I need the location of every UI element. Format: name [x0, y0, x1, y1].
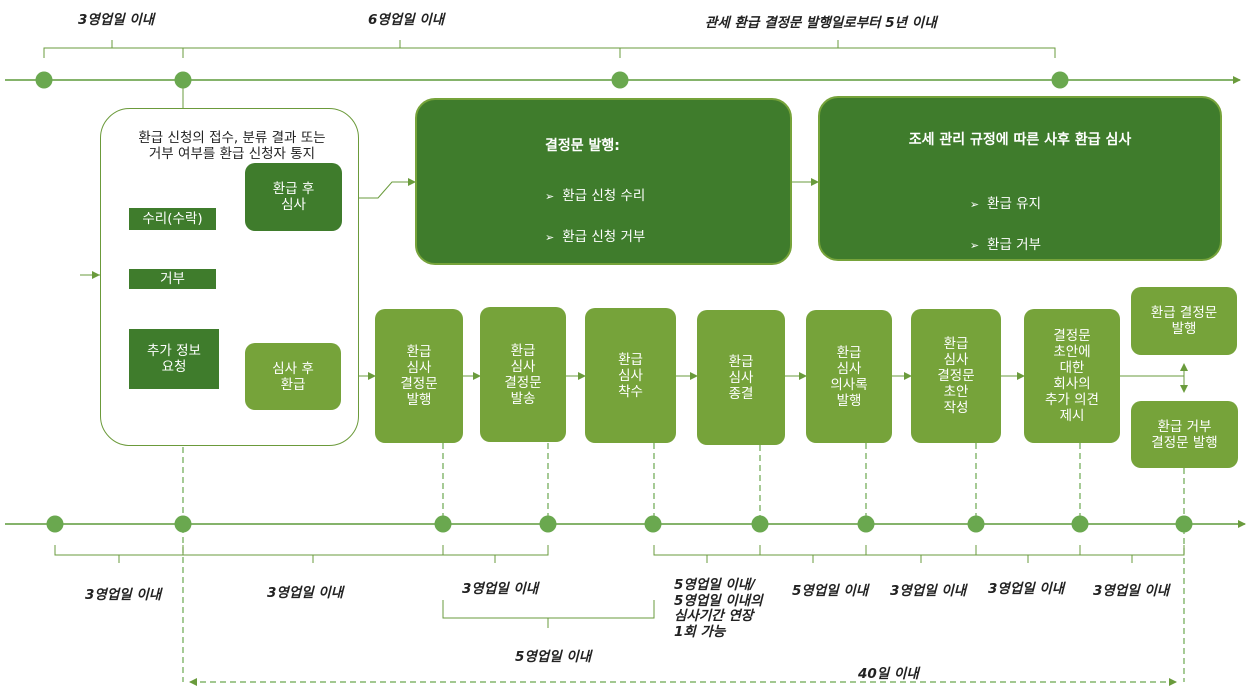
branch-more-info: 추가 정보 요청: [129, 329, 219, 389]
review-item: ➢환급 거부: [969, 237, 1042, 253]
bottom-duration-label: 3영업일 이내: [890, 583, 967, 599]
branch-reject: 거부: [129, 269, 216, 289]
top-duration-label: 3영업일 이내: [78, 12, 155, 28]
milestone-dot-icon: [1051, 71, 1069, 89]
process-step: 환급 심사 종결: [697, 310, 785, 445]
post-audit-refund-box: 환급 후 심사: [245, 163, 342, 231]
decision-panel-title: 결정문 발행:: [545, 138, 620, 154]
review-item: ➢환급 유지: [969, 196, 1042, 212]
milestone-dot-icon: [1175, 515, 1193, 533]
post-refund-review-panel: 조세 관리 규정에 따른 사후 환급 심사 ➢환급 유지 ➢환급 거부 ➢추가 …: [818, 96, 1222, 294]
outcome-refund-decision: 환급 결정문 발행: [1131, 287, 1237, 355]
bottom-duration-label: 3영업일 이내: [1093, 583, 1170, 599]
process-step: 환급 심사 결정문 초안 작성: [911, 309, 1001, 443]
arrow-bullet-icon: ➢: [545, 231, 555, 244]
milestone-dot-icon: [46, 515, 64, 533]
arrow-bullet-icon: ➢: [969, 280, 980, 293]
milestone-dot-icon: [967, 515, 985, 533]
milestone-dot-icon: [751, 515, 769, 533]
decision-item: ➢환급 신청 거부: [545, 229, 646, 245]
pre-audit-refund-box: 심사 후 환급: [245, 343, 341, 410]
bottom-duration-label: 5영업일 이내/ 5영업일 이내의 심사기간 연장 1회 가능: [674, 577, 763, 640]
process-step: 환급 심사 의사록 발행: [806, 310, 892, 443]
notification-text: 환급 신청의 접수, 분류 결과 또는 거부 여부를 환급 신청자 통지: [138, 130, 326, 162]
process-step: 환급 심사 결정문 발행: [375, 309, 463, 443]
total-duration-label: 40일 이내: [858, 666, 919, 682]
milestone-dot-icon: [857, 515, 875, 533]
process-step: 환급 심사 착수: [585, 308, 676, 443]
milestone-dot-icon: [35, 71, 53, 89]
arrow-bullet-icon: ➢: [545, 190, 555, 203]
milestone-dot-icon: [1071, 515, 1089, 533]
bottom-duration-label: 3영업일 이내: [85, 587, 162, 603]
decision-item: ➢추가 정보 요청: [545, 270, 646, 286]
milestone-dot-icon: [434, 515, 452, 533]
milestone-dot-icon: [539, 515, 557, 533]
bottom-duration-label: 3영업일 이내: [988, 581, 1065, 597]
bottom-duration-label: 5영업일 이내: [792, 583, 869, 599]
bottom-duration-label: 3영업일 이내: [462, 581, 539, 597]
top-duration-label: 관세 환급 결정문 발행일로부터 5년 이내: [705, 15, 937, 31]
bottom-duration-label: 3영업일 이내: [267, 585, 344, 601]
branch-accept: 수리(수락): [129, 208, 216, 230]
arrow-bullet-icon: ➢: [969, 239, 980, 252]
milestone-dot-icon: [644, 515, 662, 533]
process-step: 결정문 초안에 대한 회사의 추가 의견 제시: [1024, 309, 1120, 443]
review-panel-title: 조세 관리 규정에 따른 사후 환급 심사: [908, 132, 1132, 148]
span-duration-label: 5영업일 이내: [515, 649, 592, 665]
milestone-dot-icon: [174, 71, 192, 89]
arrow-bullet-icon: ➢: [545, 272, 555, 285]
milestone-dot-icon: [174, 515, 192, 533]
review-item: ➢추가 환급 결정: [969, 278, 1071, 294]
milestone-dot-icon: [611, 71, 629, 89]
arrow-bullet-icon: ➢: [969, 198, 980, 211]
process-step: 환급 심사 결정문 발송: [480, 307, 566, 442]
top-duration-label: 6영업일 이내: [368, 12, 445, 28]
decision-issuance-panel: 결정문 발행: ➢환급 신청 수리 ➢환급 신청 거부 ➢추가 정보 요청 ➢‘…: [415, 98, 792, 327]
decision-item: ➢환급 신청 수리: [545, 188, 646, 204]
outcome-reject-decision: 환급 거부 결정문 발행: [1131, 401, 1238, 468]
